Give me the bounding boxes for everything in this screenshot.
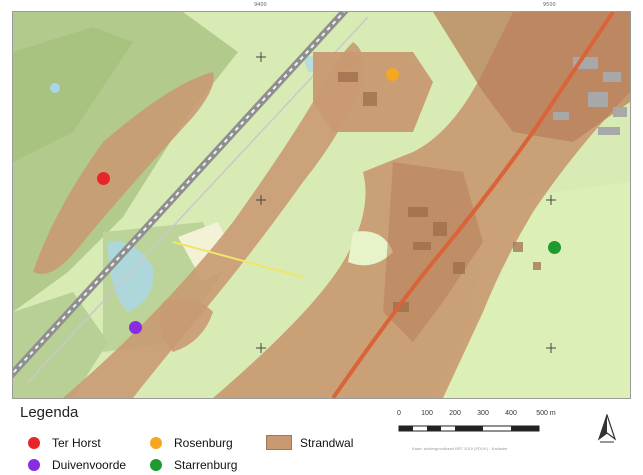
legend-label-ter-horst: Ter Horst	[52, 436, 101, 450]
north-arrow-icon	[597, 414, 617, 443]
scale-label-200: 200	[449, 410, 461, 417]
legend-item-duivenvoorde: Duivenvoorde	[28, 458, 126, 472]
buildings-northeast	[553, 57, 627, 135]
scale-label-500: 500 m	[536, 410, 556, 417]
legend-label-strandwal: Strandwal	[300, 435, 354, 450]
strandwal-swatch-icon	[266, 435, 292, 450]
meadow-clearing	[348, 231, 393, 266]
scale-label-0: 0	[397, 410, 401, 417]
marker-starrenburg[interactable]	[548, 241, 561, 254]
legend-item-starrenburg: Starrenburg	[150, 458, 237, 472]
strandwal-ridge-1	[33, 72, 214, 274]
railway-track	[13, 12, 346, 375]
map-credit: Kaart: achtergrondkaart BRT 2015 (PDOK) …	[412, 446, 508, 451]
legend-item-ter-horst: Ter Horst	[28, 436, 101, 450]
marker-duivenvoorde[interactable]	[129, 321, 142, 334]
grid-crosses	[256, 52, 556, 353]
legend-label-rosenburg: Rosenburg	[174, 436, 233, 450]
road-parallel	[27, 16, 369, 383]
grid-label-top-1: 9400	[254, 2, 267, 8]
red-dot-icon	[28, 437, 40, 449]
orange-dot-icon	[150, 437, 162, 449]
legend-label-starrenburg: Starrenburg	[174, 458, 238, 472]
strandwal-lobe-south	[159, 298, 213, 352]
map-canvas[interactable]	[12, 11, 631, 399]
road-yellow	[172, 241, 304, 278]
legend-item-strandwal: Strandwal	[266, 435, 353, 450]
legend-title: Legenda	[20, 404, 79, 421]
map-layers	[13, 12, 630, 398]
marker-ter-horst[interactable]	[97, 172, 110, 185]
legend-label-duivenvoorde: Duivenvoorde	[52, 458, 127, 472]
scale-bar-graphic	[398, 425, 540, 432]
scale-label-300: 300	[477, 410, 489, 417]
grid-label-top-2: 9500	[543, 2, 556, 8]
main-road	[331, 12, 615, 398]
scale-bar: 0 100 200 300 400 500 m	[396, 410, 556, 450]
water-pond-north	[50, 83, 60, 93]
scale-label-100: 100	[421, 410, 433, 417]
urban-block-northeast	[433, 12, 630, 142]
legend-item-rosenburg: Rosenburg	[150, 436, 233, 450]
estate-park	[13, 27, 133, 162]
buildings-center	[338, 72, 541, 312]
scale-label-400: 400	[505, 410, 517, 417]
forest-area-southwest	[13, 292, 108, 398]
green-dot-icon	[150, 459, 162, 471]
marker-rosenburg[interactable]	[386, 68, 399, 81]
purple-dot-icon	[28, 459, 40, 471]
